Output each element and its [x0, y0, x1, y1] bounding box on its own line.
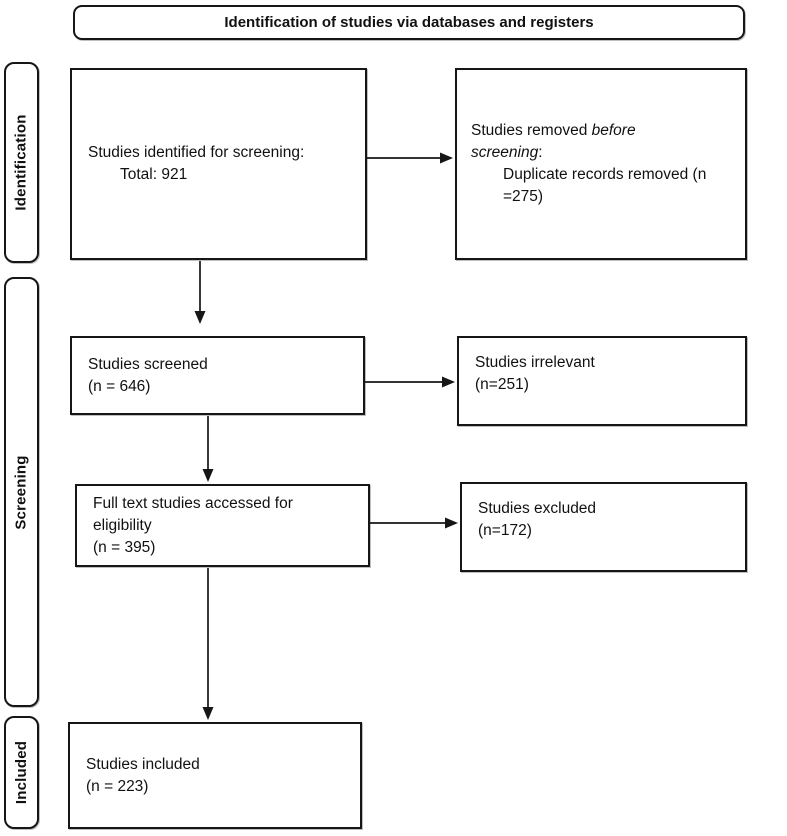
box-text-line: (n = 646) [88, 377, 151, 395]
box-text-line: Studies irrelevant [475, 354, 595, 371]
box-studies-removed-before-screening: Studies removed before screening: Duplicat… [455, 68, 747, 260]
box-text-line: Studies identified for screening: [88, 144, 305, 161]
stage-label-screening-text: Screening [13, 454, 31, 530]
box-studies-irrelevant: Studies irrelevant (n=251) [457, 336, 747, 426]
stage-label-included: Included [4, 716, 39, 829]
diagram-title: Identification of studies via databases … [224, 14, 594, 31]
box-text-line: (n=172) [478, 522, 532, 539]
box-text-line: (n = 223) [86, 777, 149, 795]
box-text-line: (n = 395) [93, 538, 156, 556]
box-studies-screened: Studies screened (n = 646) [70, 336, 365, 415]
box-fulltext-assessed: Full text studies accessed for eligibilit… [75, 484, 370, 567]
box-text-line: Studies excluded [478, 500, 597, 517]
box-text-line: screening: [471, 144, 543, 161]
stage-label-included-text: Included [13, 740, 30, 805]
stage-label-identification-text: Identification [13, 114, 31, 211]
box-text-line: Total: 921 [120, 166, 188, 183]
box-text-line: Studies screened [88, 355, 208, 373]
stage-label-screening: Screening [4, 277, 39, 707]
stage-label-identification: Identification [4, 62, 39, 263]
box-text-line: (n=251) [475, 376, 529, 393]
box-text-line: =275) [503, 188, 544, 205]
box-studies-identified: Studies identified for screening: Total: … [70, 68, 367, 260]
box-studies-excluded: Studies excluded (n=172) [460, 482, 747, 572]
box-studies-included: Studies included (n = 223) [68, 722, 362, 829]
box-text-line: eligibility [93, 516, 152, 534]
box-text-line: Duplicate records removed (n [503, 166, 707, 183]
box-text-line: Studies removed before [471, 122, 636, 139]
diagram-title-box: Identification of studies via databases … [73, 5, 745, 40]
box-text-line: Full text studies accessed for [93, 494, 293, 512]
box-text-line: Studies included [86, 755, 200, 773]
